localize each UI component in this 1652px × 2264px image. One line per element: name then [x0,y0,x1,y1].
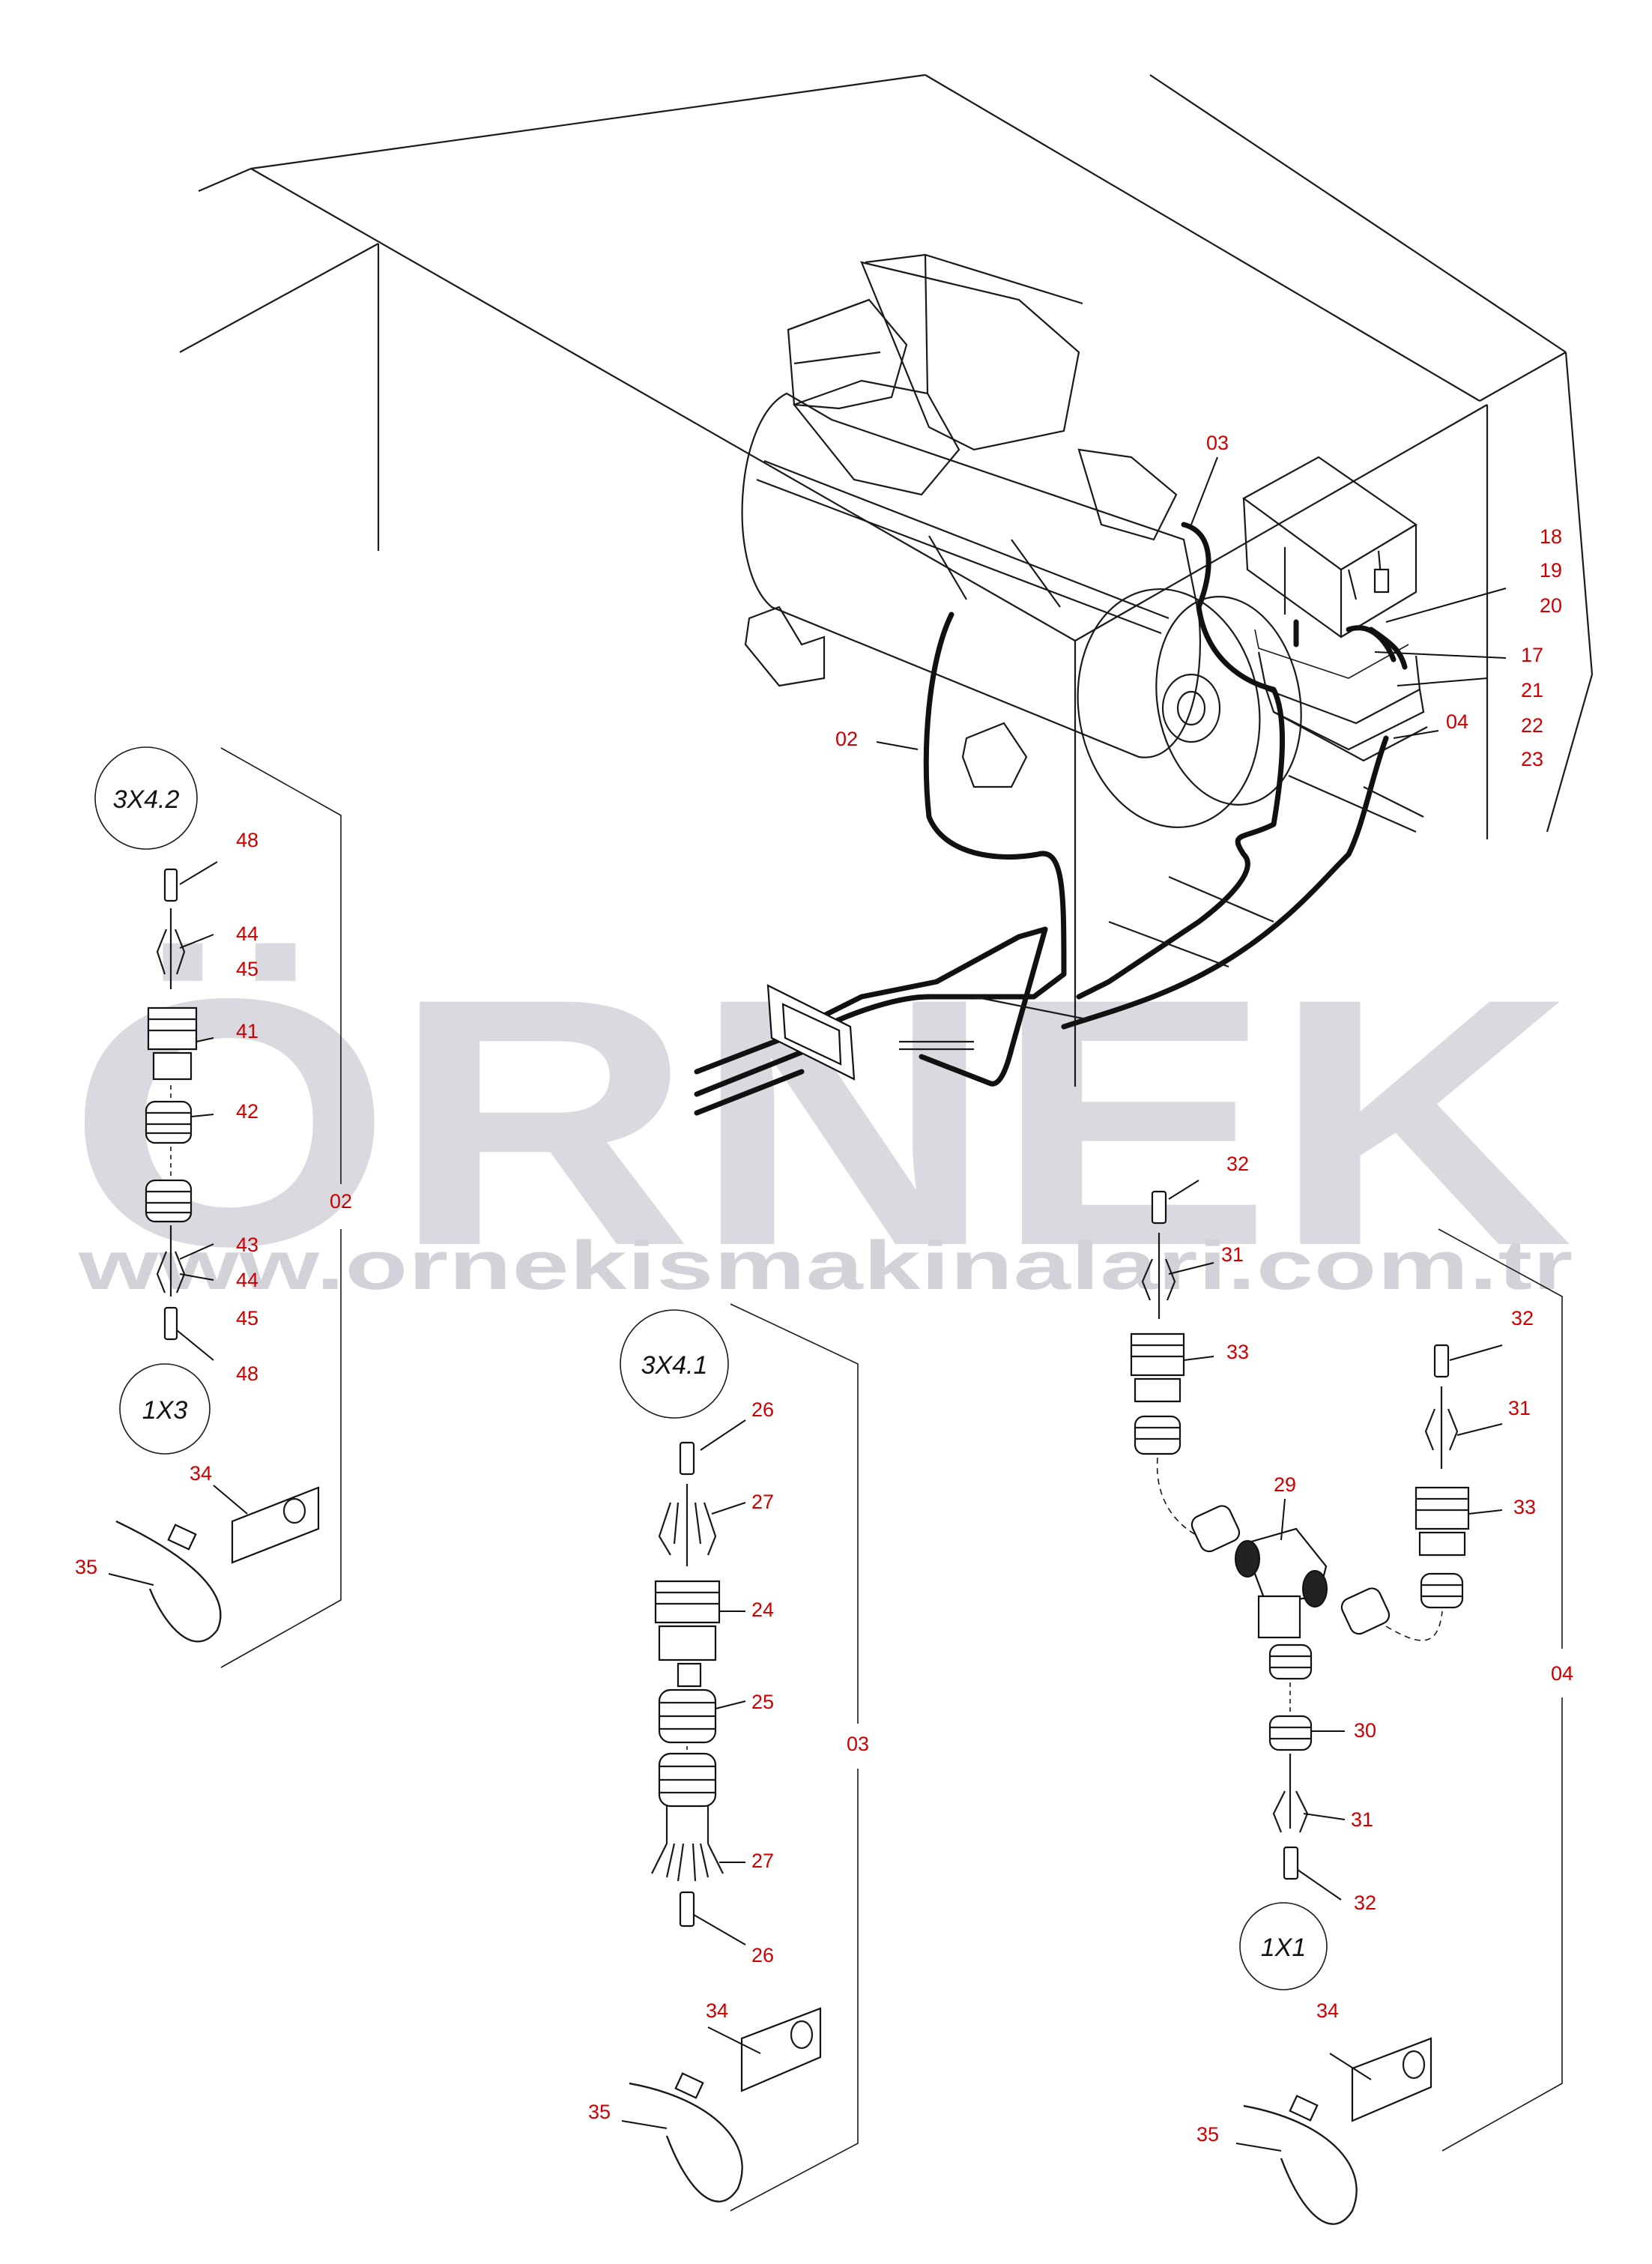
group-label-04: 04 [1551,1662,1573,1685]
group-04: 1X1 04 [1130,1190,1573,2225]
callout-main-20: 20 [1540,594,1562,617]
callout-main-18: 18 [1540,525,1562,548]
callout-45-top: 45 [236,958,258,980]
callout-35-right: 35 [1196,2123,1219,2146]
callout-42: 42 [236,1100,258,1123]
callout-44-bottom: 44 [236,1269,258,1291]
cable-tie-35-right [1289,2095,1319,2122]
callout-26-top: 26 [751,1398,774,1421]
tag-34-right [1351,2037,1432,2122]
group-03: 3X4.1 03 [620,1303,869,2212]
callout-48-bottom: 48 [236,1362,258,1385]
callout-32-top: 32 [1226,1153,1249,1175]
cables [694,522,1424,1116]
gland-41 [147,1006,198,1051]
circle-1x1 [1239,1902,1328,1990]
callout-32-right: 32 [1511,1307,1534,1329]
cable-tie-35-middle [674,2072,704,2099]
motor [741,253,1302,829]
group-label-03: 03 [847,1733,869,1755]
callout-31-top: 31 [1221,1243,1244,1266]
callout-34-middle: 34 [706,1999,728,2022]
callout-25: 25 [751,1691,774,1713]
callout-34-right: 34 [1316,1999,1339,2022]
pin-48-top [163,868,178,902]
gland-24 [654,1580,721,1624]
callout-24: 24 [751,1599,774,1621]
callout-main-23: 23 [1521,748,1543,770]
group-label-02: 02 [330,1190,352,1213]
circle-1x3 [119,1363,211,1455]
callout-main-04: 04 [1446,710,1468,733]
callout-32-bottom: 32 [1354,1892,1376,1914]
callout-43: 43 [236,1234,258,1256]
callout-35-left: 35 [75,1556,97,1578]
cable-tie-35-left [167,1524,197,1551]
terminal-box [1241,456,1428,762]
callout-45-bottom: 45 [236,1307,258,1329]
callout-27-bottom: 27 [751,1850,774,1872]
circle-3x4-1 [620,1309,729,1419]
callout-31-right: 31 [1508,1397,1531,1419]
leader-lines [108,456,1507,2152]
callout-main-22: 22 [1521,714,1543,737]
callout-main-17: 17 [1521,644,1543,666]
pin-48-bottom [163,1306,178,1341]
circle-3x4-2 [94,746,198,850]
tag-34-middle [740,2007,822,2092]
callout-44-top: 44 [236,923,258,945]
callout-48-top: 48 [236,829,258,851]
callout-33-right: 33 [1513,1496,1536,1518]
watermark-url: www.ornekismakinalari.com.tr [78,1228,1573,1304]
callout-27-top: 27 [751,1491,774,1513]
callout-31-bottom: 31 [1351,1808,1373,1831]
callout-26-bottom: 26 [751,1944,774,1966]
watermark: ÖRNEK www.ornekismakinalari.com.tr [67,926,1573,1319]
callout-main-03: 03 [1206,432,1229,454]
callout-35-middle: 35 [588,2101,611,2123]
circle-label-3x4-2: 3X4.2 [113,785,180,814]
callout-main-02: 02 [835,728,858,750]
callout-numbers: 03 18 19 20 17 21 04 22 23 02 48 44 45 4… [75,432,1562,2146]
callout-main-19: 19 [1540,559,1562,582]
callout-34-left: 34 [190,1462,212,1485]
machine-frame [179,73,1594,1087]
tag-34-left [231,1486,320,1564]
circle-label-3x4-1: 3X4.1 [641,1351,708,1380]
callout-30: 30 [1354,1719,1376,1742]
gland-33-right [1415,1486,1470,1530]
watermark-brand: ÖRNEK [67,926,1573,1319]
callout-41: 41 [236,1020,258,1042]
group-02: 3X4.2 1X3 02 [94,746,352,1668]
circle-label-1x1: 1X1 [1261,1934,1307,1962]
callout-33-top: 33 [1226,1341,1249,1363]
circle-label-1x3: 1X3 [142,1396,188,1425]
callout-29: 29 [1274,1473,1296,1496]
callout-main-21: 21 [1521,679,1543,701]
gland-33-top [1130,1332,1185,1377]
seal-42 [145,1100,193,1144]
